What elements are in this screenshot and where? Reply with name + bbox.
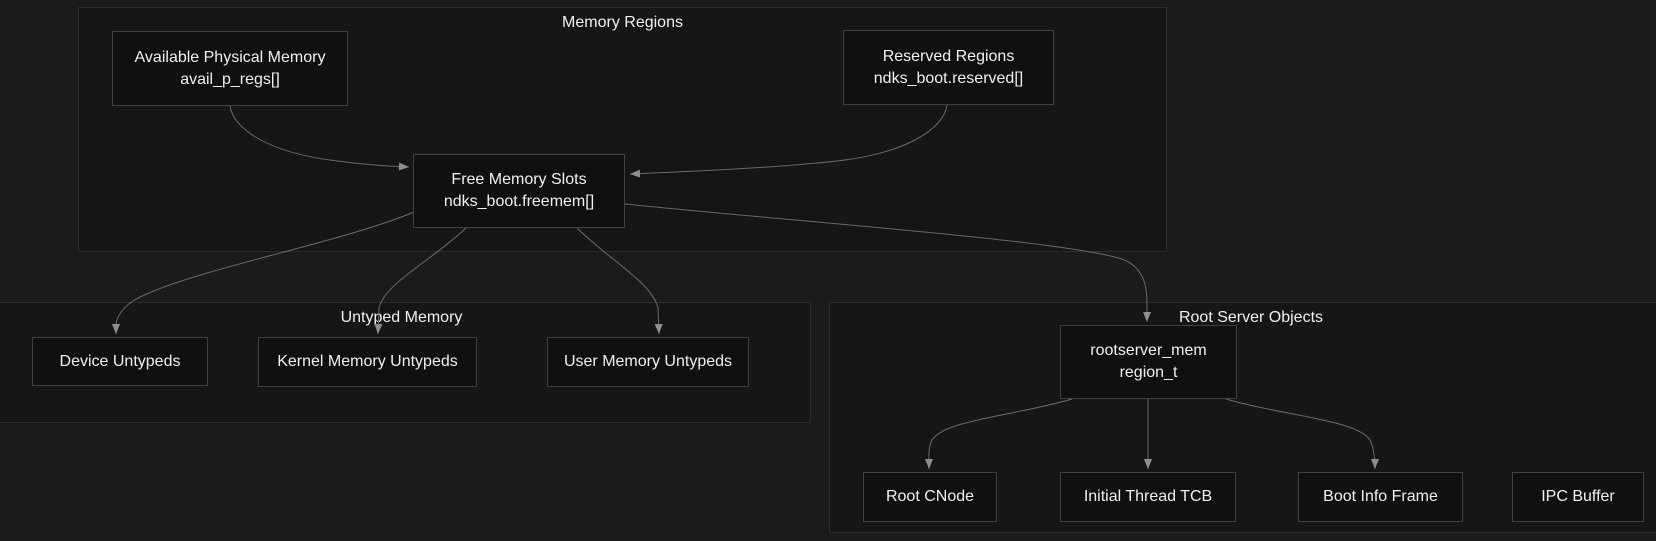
cluster-title: Untyped Memory: [340, 309, 463, 326]
node-title: Reserved Regions: [882, 47, 1015, 65]
node-title: rootserver_mem: [1090, 342, 1207, 359]
node-rootserver-mem: rootserver_mem region_t: [1060, 325, 1237, 399]
node-title: User Memory Untypeds: [563, 353, 733, 370]
node-reserved-regions: Reserved Regions ndks_boot.reserved[]: [843, 30, 1054, 105]
node-subtitle: avail_p_regs[]: [180, 70, 280, 88]
node-ipc-buffer: IPC Buffer: [1512, 472, 1644, 522]
node-title: Boot Info Frame: [1323, 488, 1438, 505]
node-title: Initial Thread TCB: [1083, 488, 1213, 505]
node-device-untypeds: Device Untypeds: [32, 337, 208, 386]
cluster-title: Memory Regions: [562, 14, 683, 31]
node-free-memory-slots: Free Memory Slots ndks_boot.freemem[]: [413, 154, 625, 228]
node-user-memory-untypeds: User Memory Untypeds: [547, 337, 749, 387]
node-title: Root CNode: [885, 488, 975, 505]
node-initial-thread-tcb: Initial Thread TCB: [1060, 472, 1236, 522]
node-subtitle: ndks_boot.freemem[]: [443, 193, 595, 210]
node-title: IPC Buffer: [1541, 488, 1615, 505]
node-kernel-memory-untypeds: Kernel Memory Untypeds: [258, 337, 477, 387]
node-root-cnode: Root CNode: [863, 472, 997, 522]
node-boot-info-frame: Boot Info Frame: [1298, 472, 1463, 522]
node-title: Free Memory Slots: [451, 171, 587, 188]
node-title: Available Physical Memory: [134, 48, 326, 66]
node-available-physical-memory: Available Physical Memory avail_p_regs[]: [112, 31, 348, 106]
node-subtitle: ndks_boot.reserved[]: [873, 69, 1024, 87]
node-title: Kernel Memory Untypeds: [277, 353, 458, 370]
node-title: Device Untypeds: [59, 352, 181, 370]
node-subtitle: region_t: [1119, 364, 1178, 381]
cluster-title: Root Server Objects: [1178, 309, 1324, 326]
